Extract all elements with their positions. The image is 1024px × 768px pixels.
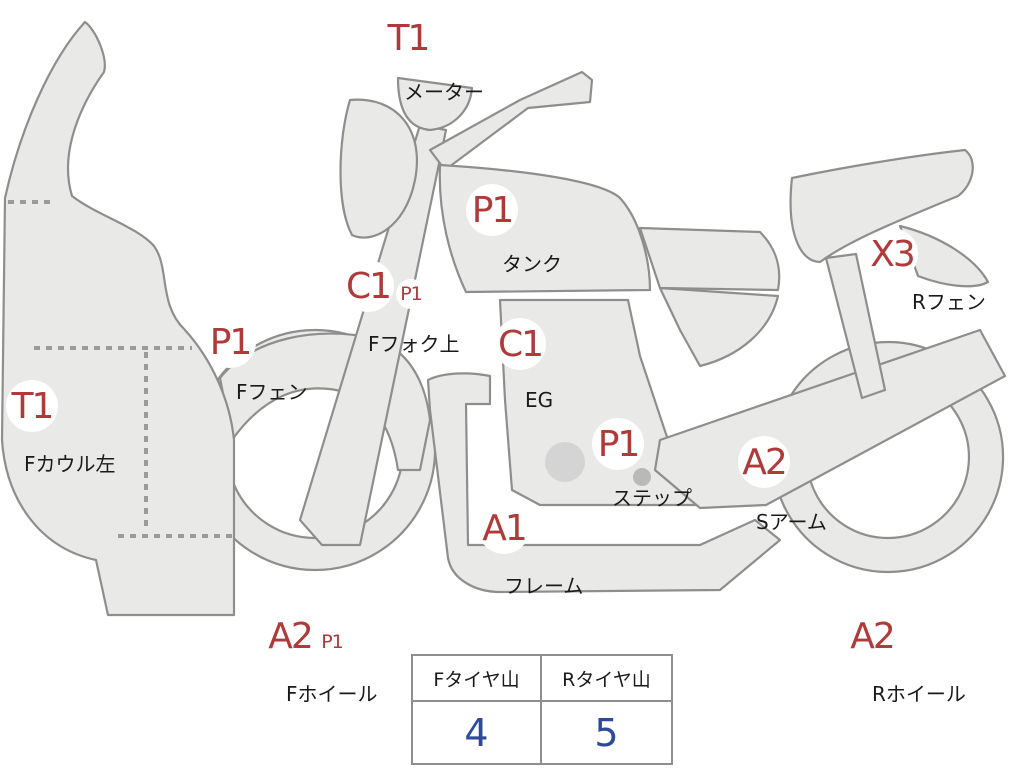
tank-label: タンク: [502, 248, 562, 277]
s-arm-label: Sアーム: [756, 506, 827, 535]
meter-label: メーター: [404, 76, 484, 105]
f-fender-grade-badge: P1: [204, 316, 256, 368]
fork-label: Fフォク上: [368, 328, 460, 357]
f-fender-label: Fフェン: [236, 376, 308, 405]
engine-label: EG: [525, 388, 553, 412]
front-tread-value: 4: [413, 702, 542, 763]
rear-tread-value: 5: [542, 702, 671, 763]
front-cowl-shape: [2, 22, 234, 615]
engine-grade-badge: C1: [494, 318, 546, 370]
step-label: ステップ: [612, 482, 692, 511]
step-grade-badge: P1: [592, 418, 644, 470]
rear-tread-header: Rタイヤ山: [542, 656, 671, 702]
tank-grade-badge: P1: [466, 184, 518, 236]
f-wheel-grade-badge: A2: [264, 610, 316, 662]
frame-label: フレーム: [504, 570, 583, 599]
r-wheel-grade-badge: A2: [846, 610, 898, 662]
frame-grade-badge: A1: [478, 502, 530, 554]
f-wheel-extra-badge: P1: [317, 627, 347, 657]
front-tread-header: Fタイヤ山: [413, 656, 542, 702]
fork-extra-badge: P1: [396, 279, 426, 309]
r-fender-label: Rフェン: [912, 286, 986, 315]
f-cowl-grade-badge: T1: [6, 380, 58, 432]
r-wheel-label: Rホイール: [872, 678, 966, 707]
meter-grade-badge: T1: [382, 12, 434, 64]
side-cover-shape: [660, 288, 778, 366]
fork-grade-badge: C1: [342, 260, 394, 312]
f-cowl-label: Fカウル左: [24, 448, 116, 477]
s-arm-grade-badge: A2: [738, 436, 790, 488]
r-fender-grade-badge: X3: [866, 228, 918, 280]
seat-front-shape: [640, 228, 779, 290]
tire-tread-table: Fタイヤ山 Rタイヤ山 4 5: [411, 654, 673, 765]
f-wheel-label: Fホイール: [286, 678, 378, 707]
